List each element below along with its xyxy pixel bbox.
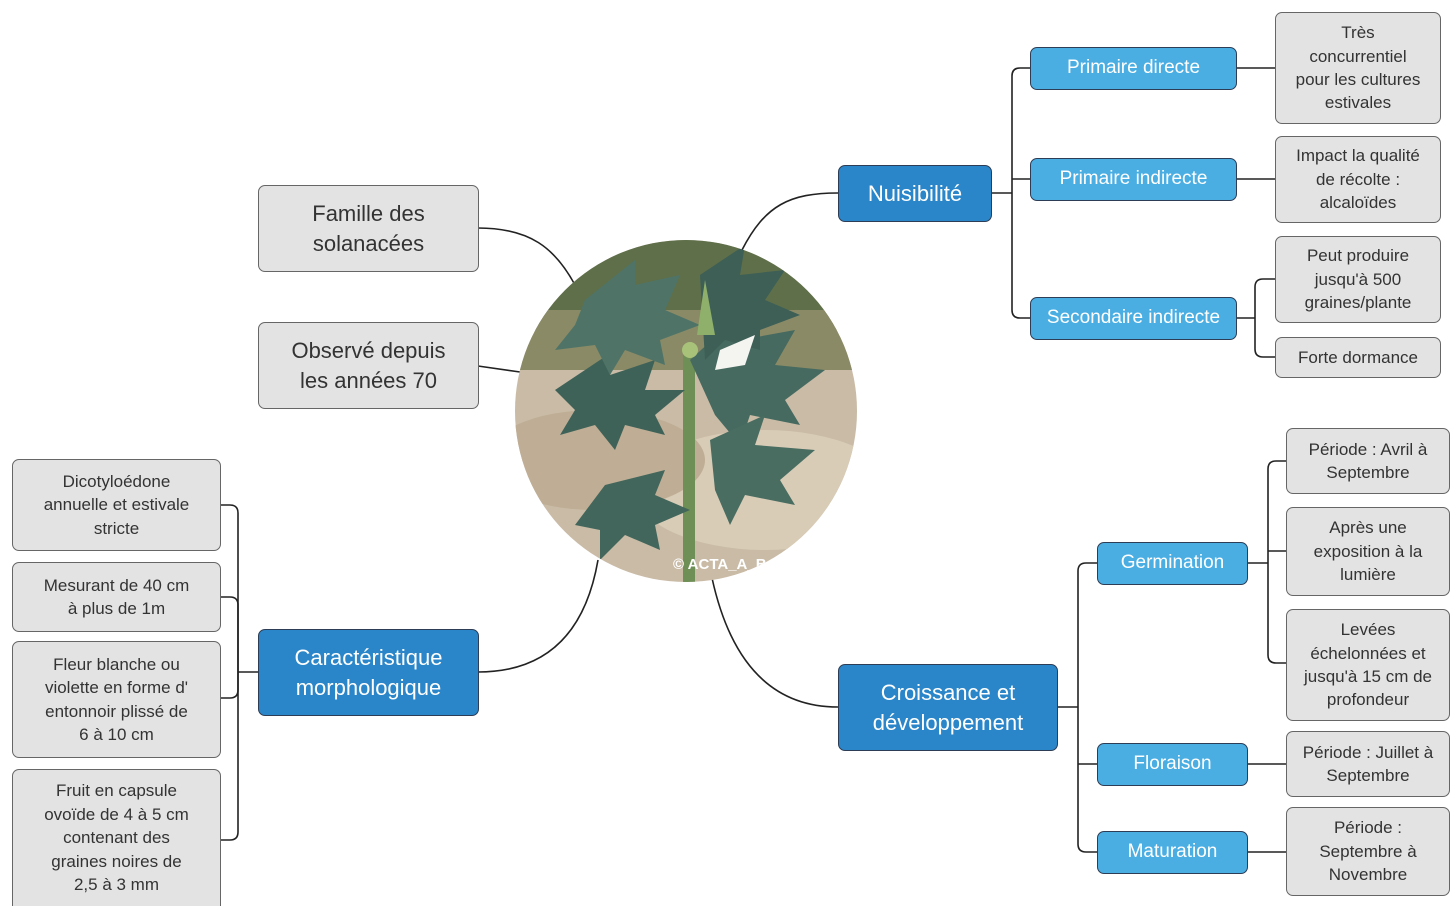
concurrentiel-node[interactable]: Très concurrentiel pour les cultures est… — [1275, 12, 1441, 124]
germination-node[interactable]: Germination — [1097, 542, 1248, 585]
germination-lumiere-node[interactable]: Après une exposition à la lumière — [1286, 507, 1450, 596]
morpho-item-taille[interactable]: Mesurant de 40 cm à plus de 1m — [12, 562, 221, 632]
maturation-periode-node[interactable]: Période : Septembre à Novembre — [1286, 807, 1450, 896]
primaire-directe-node[interactable]: Primaire directe — [1030, 47, 1237, 90]
maturation-node[interactable]: Maturation — [1097, 831, 1248, 874]
impact-qualite-node[interactable]: Impact la qualité de récolte : alcaloïde… — [1275, 136, 1441, 223]
morpho-item-fruit[interactable]: Fruit en capsule ovoïde de 4 à 5 cm cont… — [12, 769, 221, 906]
germination-levees-node[interactable]: Levées échelonnées et jusqu'à 15 cm de p… — [1286, 609, 1450, 721]
graines-production-node[interactable]: Peut produire jusqu'à 500 graines/plante — [1275, 236, 1441, 323]
famille-node[interactable]: Famille des solanacées — [258, 185, 479, 272]
secondaire-indirecte-node[interactable]: Secondaire indirecte — [1030, 297, 1237, 340]
forte-dormance-node[interactable]: Forte dormance — [1275, 337, 1441, 378]
primaire-indirecte-node[interactable]: Primaire indirecte — [1030, 158, 1237, 201]
morphologique-node[interactable]: Caractéristique morphologique — [258, 629, 479, 716]
morpho-item-fleur[interactable]: Fleur blanche ou violette en forme d' en… — [12, 641, 221, 758]
photo-credit: © ACTA_A_B — [673, 556, 767, 573]
floraison-periode-node[interactable]: Période : Juillet à Septembre — [1286, 731, 1450, 797]
plant-illustration — [515, 240, 857, 582]
datura-plant-photo: © ACTA_A_B — [515, 240, 857, 582]
germination-periode-node[interactable]: Période : Avril à Septembre — [1286, 428, 1450, 494]
croissance-node[interactable]: Croissance et développement — [838, 664, 1058, 751]
observe-node[interactable]: Observé depuis les années 70 — [258, 322, 479, 409]
morpho-item-dicotyledone[interactable]: Dicotyloédone annuelle et estivale stric… — [12, 459, 221, 551]
nuisibilite-node[interactable]: Nuisibilité — [838, 165, 992, 222]
floraison-node[interactable]: Floraison — [1097, 743, 1248, 786]
